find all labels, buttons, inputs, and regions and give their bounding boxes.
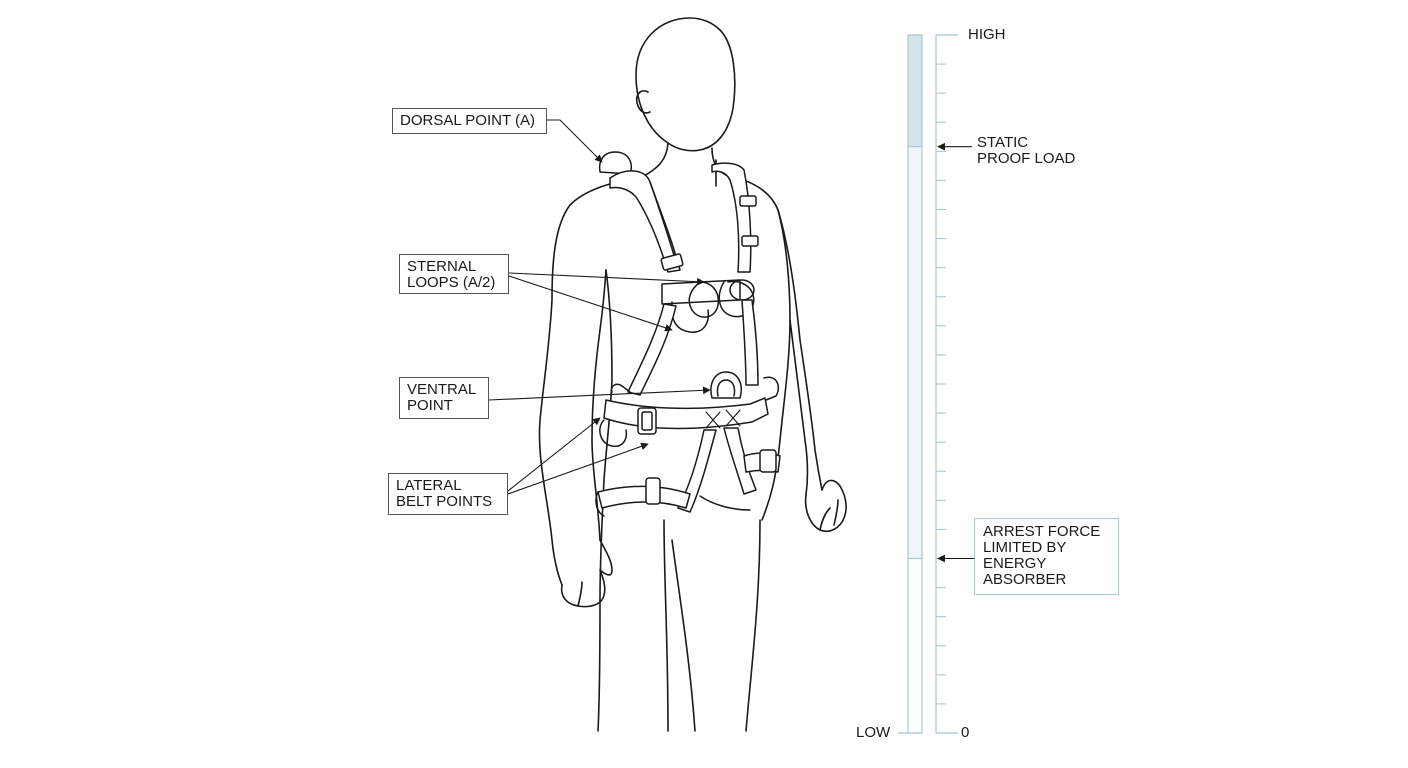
left-arm <box>538 177 641 586</box>
label-arrest-line1: ARREST FORCE <box>983 523 1101 540</box>
label-arrest-force: ARREST FORCE LIMITED BY ENERGY ABSORBER <box>974 518 1119 595</box>
front-strap-right <box>741 299 759 386</box>
torso-left <box>599 269 613 601</box>
label-lateral-line1: LATERAL <box>396 477 462 494</box>
right-hand <box>804 479 847 533</box>
left-leg <box>597 599 601 732</box>
label-ventral-point: VENTRAL POINT <box>399 377 489 419</box>
leader-sternal-1 <box>508 272 705 286</box>
ear <box>635 90 651 114</box>
head <box>635 17 736 152</box>
label-sternal-line2: LOOPS (A/2) <box>407 274 496 291</box>
label-static-proof-load: STATIC PROOF LOAD <box>977 135 1075 167</box>
left-hand <box>560 539 613 608</box>
harness <box>595 151 781 517</box>
label-dorsal-text: DORSAL POINT (A) <box>400 112 536 129</box>
label-lateral-belt-points: LATERAL BELT POINTS <box>388 473 508 515</box>
label-sternal-line1: STERNAL <box>407 258 477 275</box>
label-static-line1: STATIC <box>977 134 1029 151</box>
leg-strap-left <box>597 485 691 509</box>
right-shoulder-strap <box>711 162 752 273</box>
left-shoulder-strap <box>609 170 681 273</box>
leader-lateral-2 <box>507 442 649 495</box>
neck <box>639 142 669 179</box>
scale-bar-fill-upper <box>908 35 922 147</box>
scale-bar-fill-lower <box>908 146 922 559</box>
leader-lines <box>488 119 711 495</box>
sternal-loop-left <box>688 281 720 318</box>
label-sternal-loops: STERNAL LOOPS (A/2) <box>399 254 509 294</box>
label-arrest-line3: ENERGY <box>983 555 1047 572</box>
leader-sternal-2 <box>508 275 673 332</box>
ventral-d-ring <box>710 371 742 399</box>
force-scale <box>898 34 974 734</box>
label-static-line2: PROOF LOAD <box>977 150 1076 167</box>
lateral-ring-left <box>599 419 628 448</box>
leg-strap-center-right <box>723 427 757 495</box>
scale-low-label: LOW <box>856 724 891 741</box>
scale-high-label: HIGH <box>968 26 1006 43</box>
leader-ventral <box>488 386 711 401</box>
label-lateral-line2: BELT POINTS <box>396 493 493 510</box>
label-arrest-line4: ABSORBER <box>983 571 1067 588</box>
right-leg <box>745 519 761 732</box>
scale-zero-label: 0 <box>961 724 970 741</box>
label-arrest-line2: LIMITED BY <box>983 539 1067 556</box>
leader-lateral-1 <box>507 417 601 492</box>
leader-dorsal <box>547 119 603 163</box>
waist-belt <box>603 397 769 430</box>
label-ventral-line2: POINT <box>407 397 453 414</box>
leg-strap-center-left <box>677 429 717 513</box>
figure-outline <box>538 17 847 732</box>
chest-strap <box>661 279 741 305</box>
label-ventral-line1: VENTRAL <box>407 381 477 398</box>
label-dorsal-point: DORSAL POINT (A) <box>392 108 547 134</box>
lateral-ring-right <box>763 376 780 401</box>
right-arm <box>777 209 823 491</box>
